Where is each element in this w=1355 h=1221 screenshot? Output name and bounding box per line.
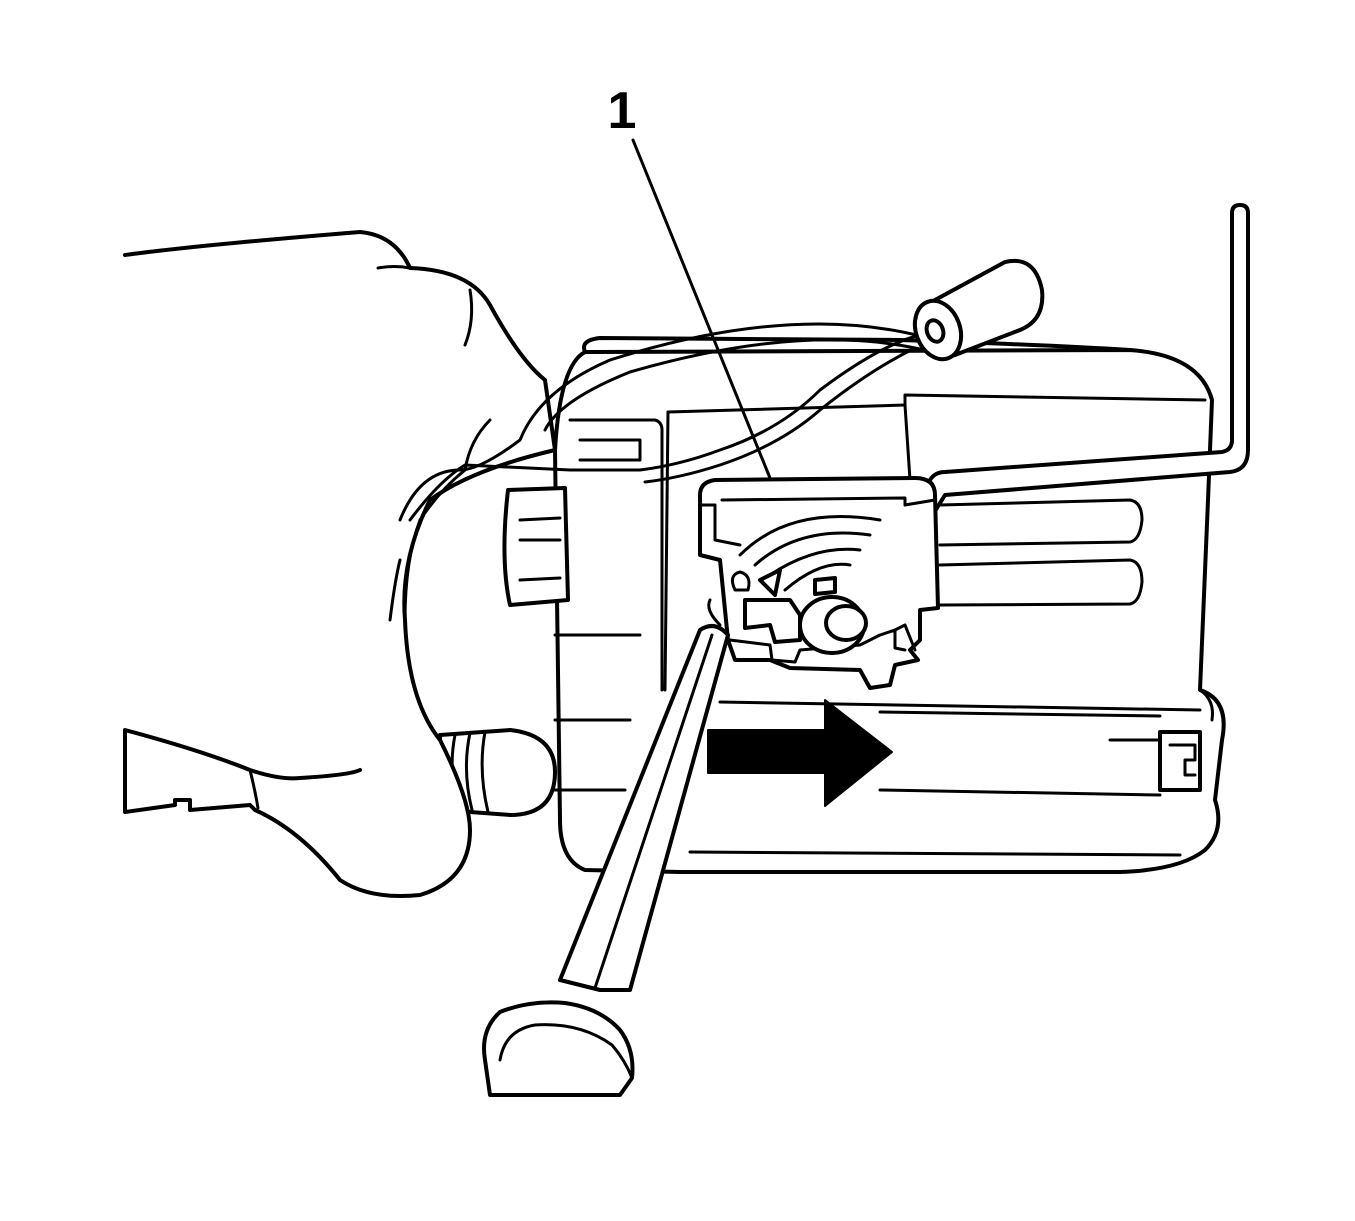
callout-leader-line (631, 138, 772, 480)
threaded-fitting (438, 728, 557, 817)
sensor-capsule (912, 258, 1045, 362)
callout-1: 1 (608, 82, 772, 480)
callout-label: 1 (608, 82, 637, 140)
sensor-wire (398, 258, 1045, 522)
electrical-connector (502, 486, 570, 607)
right-arrow-icon (707, 699, 893, 807)
hand (123, 230, 557, 898)
lock-retainer (698, 476, 940, 690)
screwdriver (482, 598, 730, 1097)
